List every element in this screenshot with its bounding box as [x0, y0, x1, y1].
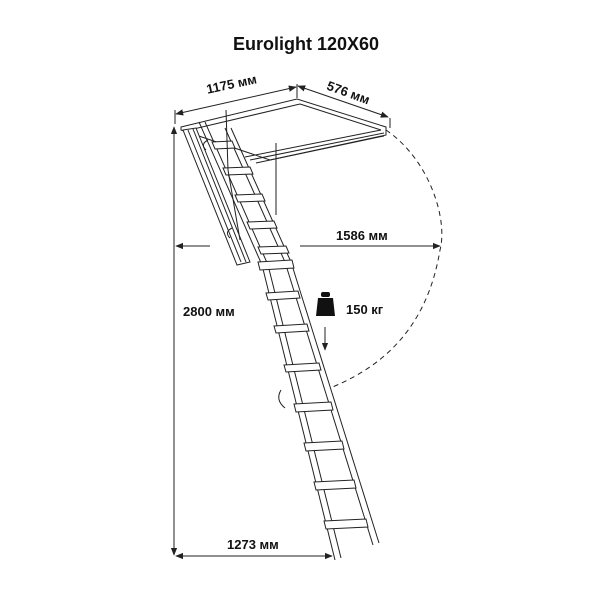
label-floor-projection: 1273 мм: [227, 537, 279, 552]
label-swing-clearance: 1586 мм: [336, 228, 388, 243]
swing-arc: [329, 129, 443, 389]
ladder-lower-section: [257, 259, 380, 561]
hatch-lid: [182, 127, 251, 266]
hatch-frame: [180, 98, 387, 164]
dimension-hatch-length: [174, 84, 298, 124]
label-ceiling-height: 2800 мм: [183, 304, 235, 319]
weight-icon: [316, 292, 335, 316]
label-load: 150 кг: [346, 302, 384, 317]
dimension-hatch-width: [297, 85, 391, 128]
product-title: Eurolight 120X60: [232, 34, 380, 54]
ladder-upper-section: [198, 109, 292, 266]
